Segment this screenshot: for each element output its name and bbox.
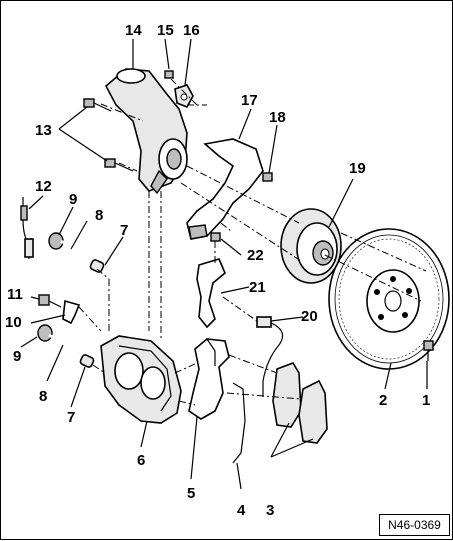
- guide-pin-upper: [48, 232, 105, 273]
- abs-wire: [20, 197, 34, 260]
- disc-bolt: [423, 340, 434, 361]
- abs-sensor: [256, 316, 284, 397]
- guide-pin-lower: [37, 324, 95, 368]
- label-12: 12: [35, 178, 52, 195]
- label-4: 4: [237, 502, 246, 519]
- label-8-upper: 8: [95, 207, 103, 224]
- label-7-upper: 7: [120, 222, 128, 239]
- label-20: 20: [301, 308, 318, 325]
- label-3: 3: [266, 502, 274, 519]
- label-13: 13: [35, 122, 52, 139]
- label-16: 16: [183, 22, 200, 39]
- brake-disc: [328, 228, 450, 370]
- label-18: 18: [269, 109, 286, 126]
- wheel-bearing-housing: [104, 68, 188, 195]
- brake-caliper: [100, 335, 182, 424]
- label-8-lower: 8: [39, 388, 47, 405]
- label-21: 21: [249, 279, 266, 296]
- label-10: 10: [5, 314, 22, 331]
- callout-labels: 1 2 3 4 5 6 7 7 8 8 9 9 10 11 12 13 14 1…: [5, 22, 430, 519]
- label-17: 17: [241, 92, 258, 109]
- label-15: 15: [157, 22, 174, 39]
- splash-plate-bolt: [262, 172, 273, 182]
- bleeder-and-clip: [38, 294, 81, 325]
- sensor-bracket: [196, 232, 226, 329]
- label-6: 6: [137, 452, 145, 469]
- leader-lines: [20, 38, 428, 490]
- wheel-hub: [280, 208, 342, 284]
- brake-pads: [272, 362, 328, 444]
- label-7-lower: 7: [67, 409, 75, 426]
- label-9-lower: 9: [13, 348, 21, 365]
- label-2: 2: [379, 392, 387, 409]
- caliper-carrier: [188, 338, 230, 420]
- label-11: 11: [7, 286, 23, 303]
- splash-plate: [186, 138, 264, 240]
- label-1: 1: [422, 392, 430, 409]
- label-9-upper: 9: [69, 191, 77, 208]
- pad-spring: [232, 382, 246, 464]
- label-5: 5: [187, 485, 195, 502]
- housing-bolts: [83, 98, 134, 172]
- bolt-and-clip: [164, 70, 194, 109]
- label-19: 19: [349, 160, 366, 177]
- label-22: 22: [247, 247, 264, 264]
- label-14: 14: [125, 22, 142, 39]
- figure-reference-code: N46-0369: [379, 514, 450, 536]
- assembly-lines: [78, 78, 427, 406]
